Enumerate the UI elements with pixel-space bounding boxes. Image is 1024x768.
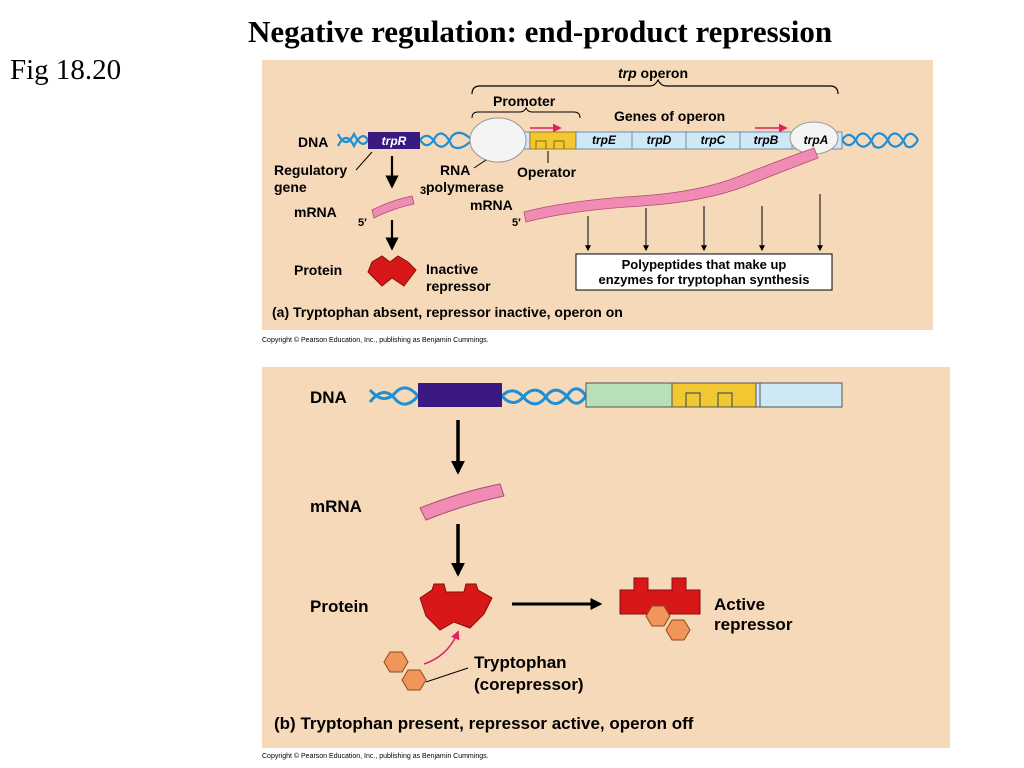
operator-box-b — [671, 382, 757, 408]
regulatory-gene-label-line2: gene — [274, 179, 307, 195]
dna-helix-a — [337, 131, 919, 150]
active-repressor-label-line2: repressor — [714, 615, 793, 634]
slide-title: Negative regulation: end-product repress… — [248, 14, 833, 49]
operon-genes-box-b — [755, 382, 843, 408]
dna-helix-b — [368, 386, 588, 406]
copyright-panel-b: Copyright © Pearson Education, Inc., pub… — [262, 753, 489, 760]
three-prime-label-a: 3′ — [420, 185, 429, 197]
regulatory-gene-label-line1: Regulatory — [274, 162, 347, 178]
polypeptides-label-line1: Polypeptides that make up — [622, 257, 787, 272]
corepressor-binding-arrow — [423, 630, 460, 665]
caption-panel-b: (b) Tryptophan present, repressor active… — [274, 714, 694, 733]
gene-trpc: trpC — [701, 133, 726, 147]
polypeptides-box — [575, 253, 833, 291]
gene-trpd: trpD — [647, 133, 672, 147]
panel-b-background — [262, 367, 950, 748]
gene-trpa: trpA — [804, 133, 829, 147]
gene-trpb: trpB — [754, 133, 779, 147]
five-prime-label-operon: 5′ — [512, 217, 521, 229]
gene-trpe: trpE — [592, 133, 617, 147]
inactive-repressor-label-line1: Inactive — [426, 261, 478, 277]
active-repressor — [619, 577, 701, 641]
operon-brace — [471, 78, 839, 95]
operon-genes-box — [575, 131, 843, 150]
dna-label-b: DNA — [310, 388, 347, 407]
mrna-regulatory — [371, 195, 415, 219]
caption-panel-a: (a) Tryptophan absent, repressor inactiv… — [272, 304, 623, 320]
mrna-b — [419, 483, 505, 521]
rna-polymerase-label-line1: RNA — [440, 162, 470, 178]
trpr-gene-box-b — [418, 383, 502, 407]
inactive-repressor-b — [419, 583, 493, 631]
trpr-gene-box — [368, 132, 420, 149]
tryptophan-molecule — [383, 651, 427, 691]
protein-label-a: Protein — [294, 262, 342, 278]
protein-label-b: Protein — [310, 597, 369, 616]
promoter-brace — [471, 106, 581, 119]
figure-label: Fig 18.20 — [10, 54, 122, 86]
copyright-panel-a: Copyright © Pearson Education, Inc., pub… — [262, 337, 489, 344]
operon-label: trp operon — [618, 65, 688, 81]
mrna-operon — [523, 147, 819, 223]
translation-arrows — [585, 194, 823, 252]
inactive-repressor-label-line2: repressor — [426, 278, 491, 294]
mrna-label-a: mRNA — [294, 204, 337, 220]
mrna-label-operon: mRNA — [470, 197, 513, 213]
genes-of-operon-label: Genes of operon — [614, 108, 725, 124]
promoter-region-box-b — [585, 382, 673, 408]
promoter-label: Promoter — [493, 93, 556, 109]
mrna-label-b: mRNA — [310, 497, 362, 516]
operator-label: Operator — [517, 164, 577, 180]
rna-polymerase-promoter — [469, 117, 527, 163]
trpr-label: trpR — [382, 134, 407, 148]
dna-label-a: DNA — [298, 134, 328, 150]
inactive-repressor — [367, 255, 417, 287]
tryptophan-label-line2: (corepressor) — [474, 675, 584, 694]
active-repressor-label-line1: Active — [714, 595, 765, 614]
rna-polymerase-label-line2: polymerase — [426, 179, 504, 195]
five-prime-label-a: 5′ — [358, 217, 367, 229]
tryptophan-label-line1: Tryptophan — [474, 653, 567, 672]
polypeptides-label-line2: enzymes for tryptophan synthesis — [599, 272, 810, 287]
